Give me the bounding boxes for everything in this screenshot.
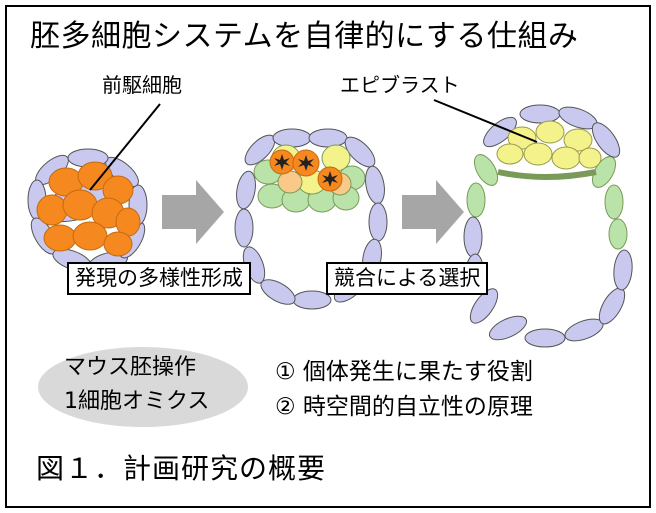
arrow-right-icon xyxy=(402,180,464,244)
progenitor-pointer xyxy=(89,103,161,191)
method-line-2: 1細胞オミクス xyxy=(64,389,210,414)
goal-item-1: ① 個体発生に果たす役割 xyxy=(275,359,533,385)
embryo-stage-1 xyxy=(27,148,148,273)
dying-cell-icon xyxy=(274,154,338,187)
figure-caption: 図１．計画研究の概要 xyxy=(36,452,327,485)
embryo-stage-3 xyxy=(463,104,633,348)
goal-item-2: ② 時空間的自立性の原理 xyxy=(275,394,533,420)
epiblast-label: エピブラスト xyxy=(340,73,460,97)
progenitor-label: 前駆細胞 xyxy=(102,73,182,97)
embryo-stage-2 xyxy=(234,128,388,310)
epiblast-pointer xyxy=(433,99,538,143)
arrow-right-icon xyxy=(162,180,224,244)
methods-badge xyxy=(38,347,248,427)
competition-stage-label: 競合による選択 xyxy=(326,262,489,295)
diagram-title: 胚多細胞システムを自律的にする仕組み xyxy=(30,19,579,54)
method-line-1: マウス胚操作 xyxy=(64,355,197,380)
pluripotency-stage-label: 発現の多様性形成 xyxy=(67,262,251,295)
